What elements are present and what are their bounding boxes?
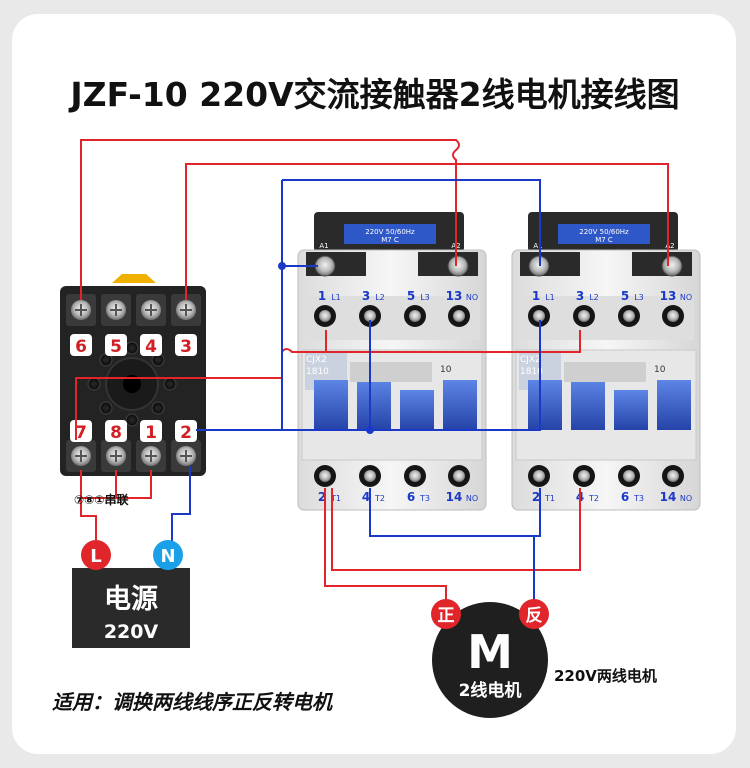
wire-relay3-to-right-a2 (185, 163, 669, 300)
motor-reverse-badge (519, 599, 549, 629)
motor-reverse-label: 反 (526, 606, 543, 626)
relay-socket: 6 5 4 3 7 8 1 2 (60, 274, 206, 476)
contactor-right-rating-1: 220V 50/60Hz (579, 228, 629, 236)
motor-body (432, 602, 548, 718)
power-supply: L N 电源 220V (72, 540, 190, 648)
contactor-right-model-3: 10 (654, 365, 666, 375)
motor-forward-label: 正 (438, 606, 455, 626)
junction-dot-l2 (366, 426, 374, 434)
wire-left-t1-to-forward (324, 488, 447, 604)
wire-relay6-to-left-a2 (80, 139, 460, 300)
contactor-left-bottom-2-sub: T1 (330, 494, 341, 503)
footer-note: 适用：调换两线线序正反转电机 (52, 690, 332, 714)
relay-top-screws (66, 294, 201, 326)
contactor-right-model-1: CJX2 (520, 355, 541, 365)
contactor-left-a1: A1 (319, 242, 328, 250)
relay-bottom-screws (66, 440, 201, 472)
contactor-left-top-13: 13 (446, 289, 463, 303)
power-name: 电源 (104, 584, 158, 615)
contactor-left-top-5: 5 (407, 289, 415, 303)
power-n-label: N (160, 546, 175, 567)
contactor-right-top-5: 5 (621, 289, 629, 303)
power-l-label: L (90, 546, 101, 567)
contactor-left-top-3-sub: L2 (375, 293, 385, 302)
relay-terminal-4: 4 (145, 337, 157, 357)
contactor-left-bottom-14: 14 (446, 490, 463, 504)
contactor-right-bottom-14: 14 (660, 490, 677, 504)
motor-forward-badge (431, 599, 461, 629)
motor-description: 220V两线电机 (554, 667, 657, 685)
contactor-left-model-2: 1810 (306, 367, 329, 377)
contactor-left-bottom-2: 2 (318, 490, 326, 504)
relay-terminal-7: 7 (75, 423, 87, 443)
contactor-right-bottom-6-sub: T3 (633, 494, 644, 503)
relay-terminal-2: 2 (180, 423, 192, 443)
wire-left-t2-right-t1 (369, 488, 541, 537)
contactor-right-bottom-2-sub: T1 (544, 494, 555, 503)
contactor-left-rating-2: M7 C (381, 236, 399, 244)
power-l-badge (81, 540, 111, 570)
relay-terminal-3: 3 (180, 337, 192, 357)
power-voltage: 220V (104, 621, 159, 643)
power-n-badge (153, 540, 183, 570)
contactor-right-bottom-4-sub: T2 (588, 494, 599, 503)
contactor-left-top-13-sub: NO (466, 293, 478, 302)
contactor-left-model-3: 10 (440, 365, 452, 375)
power-box (72, 568, 190, 648)
motor: 正 反 M 2线电机 (431, 599, 549, 718)
contactor-left-top-5-sub: L3 (420, 293, 430, 302)
contactor-left-top-3: 3 (362, 289, 370, 303)
contactor-left-model-1: CJX2 (306, 355, 327, 365)
contactor-right-bottom-2: 2 (532, 490, 540, 504)
contactor-right-bottom-14-sub: NO (680, 494, 692, 503)
contactor-right-top-1-sub: L1 (545, 293, 555, 302)
relay-socket-holes (87, 341, 177, 427)
junction-dot-a1 (278, 262, 286, 270)
contactor-left-top-1: 1 (318, 289, 326, 303)
wire-bridge-7-8-1 (80, 470, 152, 499)
contactor-left-labels: 220V 50/60Hz M7 C A1 A2 1 L1 3 L2 5 L3 1… (306, 228, 478, 504)
contactor-right-rating-2: M7 C (595, 236, 613, 244)
contactor-right-top-5-sub: L3 (634, 293, 644, 302)
page-title: JZF-10 220V交流接触器2线电机接线图 (70, 75, 680, 114)
contactor-right-top-3-sub: L2 (589, 293, 599, 302)
wire-relay2-to-right-l1 (196, 320, 541, 431)
relay-terminal-8: 8 (110, 423, 122, 443)
wire-relay7-to-l (80, 470, 97, 552)
contactor-right-top-3: 3 (576, 289, 584, 303)
motor-caption: 2线电机 (459, 680, 522, 701)
contactor-left (297, 212, 487, 511)
relay-terminal-5: 5 (110, 337, 122, 357)
contactor-right-bottom-6: 6 (621, 490, 629, 504)
relay-terminal-1: 1 (145, 423, 157, 443)
contactor-left-rating-1: 220V 50/60Hz (365, 228, 415, 236)
contactor-right-top-1: 1 (532, 289, 540, 303)
contactor-right-model-2: 1810 (520, 367, 543, 377)
relay-terminal-numbers: 6 5 4 3 7 8 1 2 (70, 334, 197, 443)
relay-bridge-note: ⑦⑧①串联 (74, 493, 129, 507)
wire-right-t2-loop (331, 488, 581, 571)
contactor-left-bottom-6: 6 (407, 490, 415, 504)
relay-knob (112, 274, 156, 283)
contactor-right-labels: 220V 50/60Hz M7 C A1 A2 1 L1 3 L2 5 L3 1… (520, 228, 692, 504)
blue-wires (171, 179, 541, 604)
relay-terminal-6: 6 (75, 337, 87, 357)
contactor-left-bottom-4: 4 (362, 490, 370, 504)
contactor-left-bottom-6-sub: T3 (419, 494, 430, 503)
wire-top-blue-feed (282, 179, 541, 266)
contactor-left-bottom-4-sub: T2 (374, 494, 385, 503)
contactor-right-top-13: 13 (660, 289, 677, 303)
contactor-left-top-1-sub: L1 (331, 293, 341, 302)
motor-letter: M (467, 625, 513, 679)
contactor-left-bottom-14-sub: NO (466, 494, 478, 503)
contactor-right-a1: A1 (533, 242, 542, 250)
contactor-right-a2: A2 (665, 242, 674, 250)
contactor-right-top-13-sub: NO (680, 293, 692, 302)
wire-relay2-to-n (171, 466, 191, 552)
